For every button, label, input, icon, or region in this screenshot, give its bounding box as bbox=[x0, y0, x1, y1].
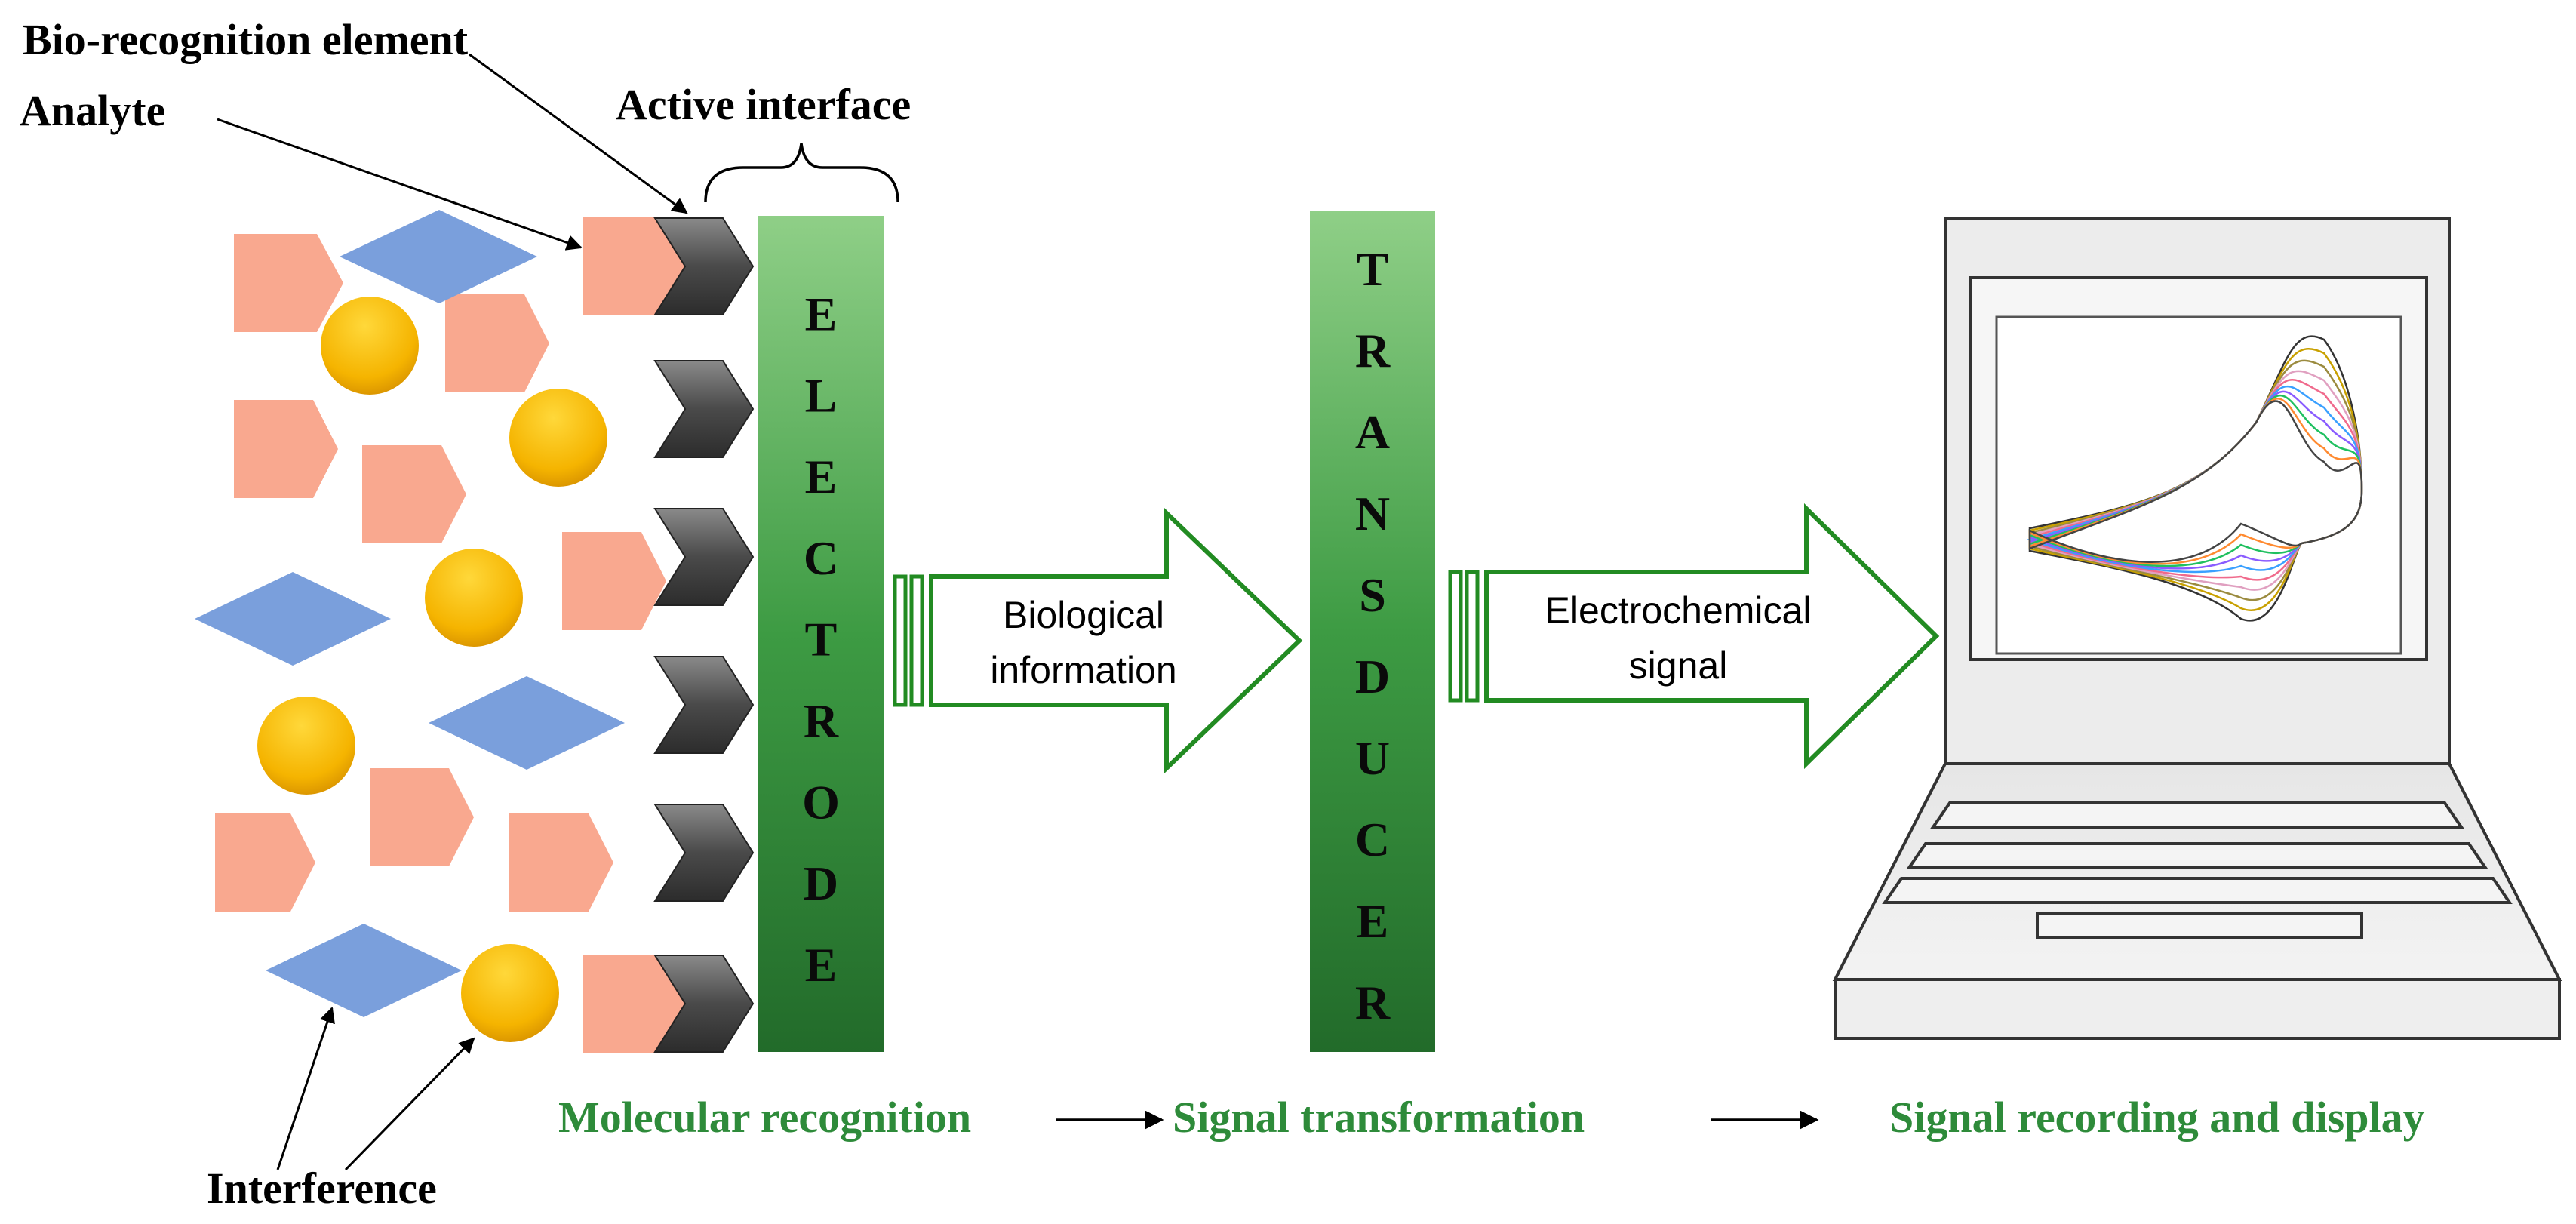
bio-recognition-chevron bbox=[653, 804, 755, 902]
bio-recognition-chevron bbox=[653, 955, 755, 1053]
electrochemical-label-line1: Electrochemical bbox=[1545, 589, 1812, 632]
biological-information-arrow: Biological information bbox=[893, 507, 1303, 774]
column-letter: C bbox=[804, 531, 838, 585]
analyte-shape bbox=[234, 400, 338, 498]
column-letter: N bbox=[1355, 487, 1390, 540]
column-letter: D bbox=[804, 856, 838, 910]
active-interface-label: Active interface bbox=[616, 80, 911, 129]
column-letter: R bbox=[1355, 976, 1391, 1029]
column-letter: E bbox=[805, 938, 838, 992]
particle-field bbox=[195, 210, 690, 1053]
stage-molecular-recognition: Molecular recognition bbox=[558, 1093, 971, 1142]
bio-recognition-elements bbox=[653, 217, 755, 1053]
column-letter: A bbox=[1355, 405, 1390, 459]
cv-curve bbox=[2028, 400, 2363, 563]
column-letter: T bbox=[1357, 242, 1389, 296]
bio-recognition-label: Bio-recognition element bbox=[23, 15, 469, 64]
bound-analyte bbox=[583, 217, 690, 315]
column-letter: E bbox=[1357, 894, 1389, 948]
column-letter: S bbox=[1359, 568, 1386, 622]
interference-diamond bbox=[429, 676, 625, 770]
analyte-label: Analyte bbox=[20, 86, 165, 135]
column-letter: O bbox=[802, 775, 840, 829]
interference-diamond bbox=[195, 572, 391, 666]
electrochemical-signal-arrow: Electrochemical signal bbox=[1448, 503, 1940, 770]
electrochemical-label-line2: signal bbox=[1629, 644, 1728, 687]
bound-analyte bbox=[583, 955, 690, 1053]
bio-recognition-chevron bbox=[653, 656, 755, 754]
column-letter: R bbox=[1355, 324, 1391, 377]
interference-circle bbox=[321, 297, 419, 395]
analyte-shape bbox=[370, 768, 474, 866]
column-letter: E bbox=[805, 450, 838, 503]
analyte-shape bbox=[215, 813, 315, 912]
analyte-shape bbox=[362, 445, 466, 543]
interference-circle bbox=[461, 944, 559, 1042]
interference-diamond bbox=[266, 924, 462, 1017]
analyte-shape bbox=[234, 234, 343, 332]
stage-signal-recording: Signal recording and display bbox=[1889, 1093, 2425, 1142]
interference-label: Interference bbox=[207, 1164, 437, 1213]
cyclic-voltammogram-icon bbox=[2026, 335, 2363, 622]
bio-recognition-chevron bbox=[653, 217, 755, 315]
column-letter: R bbox=[804, 693, 839, 747]
interference-circle bbox=[425, 549, 523, 647]
biological-label-line1: Biological bbox=[1003, 594, 1164, 636]
column-letter: D bbox=[1355, 650, 1390, 703]
bio-recognition-chevron bbox=[653, 508, 755, 606]
analyte-shape bbox=[445, 294, 549, 392]
laptop-icon bbox=[1832, 217, 2562, 1040]
stage-signal-transformation: Signal transformation bbox=[1173, 1093, 1585, 1142]
biological-label-line2: information bbox=[990, 649, 1176, 691]
annotation-lines bbox=[217, 53, 899, 1171]
analyte-shape bbox=[562, 532, 666, 630]
analyte-shape bbox=[509, 813, 613, 912]
column-letter: L bbox=[805, 368, 838, 422]
interference-circle bbox=[257, 697, 355, 795]
interference-diamond bbox=[340, 210, 537, 303]
column-letter: E bbox=[805, 288, 838, 341]
column-letter: U bbox=[1355, 731, 1390, 785]
bio-recognition-chevron bbox=[653, 360, 755, 458]
column-letter: C bbox=[1355, 813, 1390, 866]
interference-circle bbox=[509, 389, 607, 487]
column-letter: T bbox=[805, 613, 838, 666]
